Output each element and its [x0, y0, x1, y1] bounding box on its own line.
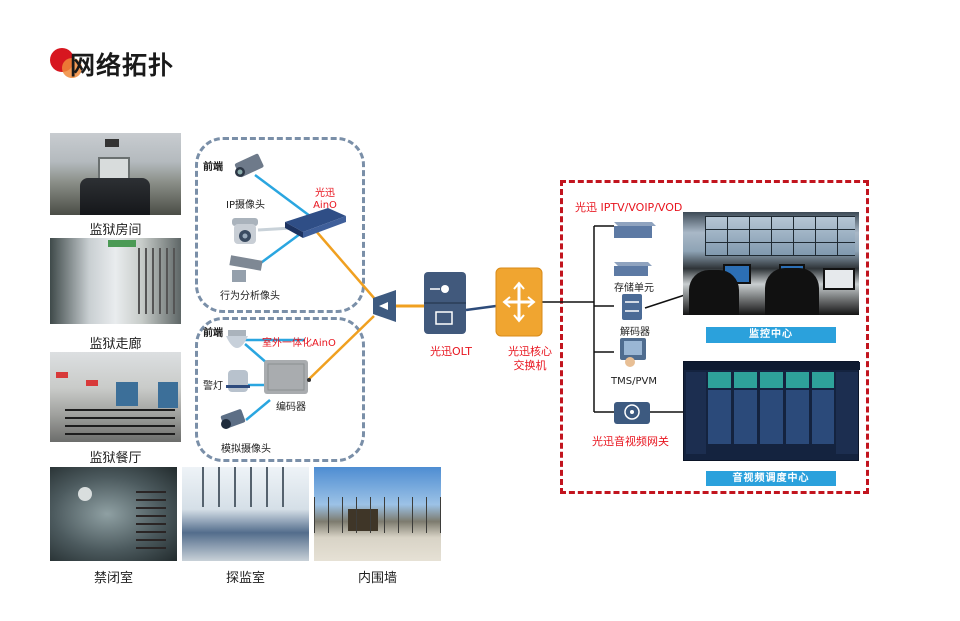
monitoring-center-label: 监控中心 [706, 327, 836, 343]
photo-inner-wall [314, 467, 441, 561]
ip-camera-box-icon [234, 153, 264, 178]
decoder-icon [622, 294, 642, 320]
screen-sidebar [686, 372, 706, 454]
banner-shape [86, 380, 98, 386]
photo-label-wall: 内围墙 [357, 571, 397, 586]
photo-prison-canteen [50, 352, 181, 442]
front-end-group-top [195, 137, 365, 313]
photo-label-cell: 禁闭室 [93, 571, 133, 586]
olt-label: 光迅OLT [430, 345, 472, 358]
photo-label-visit: 探监室 [225, 571, 265, 586]
ip-camera-dome-icon [232, 218, 258, 244]
analog-camera-icon [220, 409, 246, 429]
tables-shape [65, 407, 175, 435]
core-switch-label-line1: 光迅核心 [508, 345, 552, 358]
screen-topbar [684, 362, 860, 370]
photo-prison-room [50, 133, 181, 215]
photo-prison-corridor [50, 238, 181, 324]
core-switch-icon [495, 267, 543, 337]
olt-icon [424, 272, 466, 334]
banner-shape [56, 372, 68, 378]
cell-bars [136, 489, 166, 549]
monitoring-center-photo [683, 212, 859, 315]
iptv-server-icon [614, 222, 656, 238]
storage-unit-label: 存储单元 [614, 283, 654, 294]
photo-label-corridor: 监狱走廊 [89, 337, 142, 352]
ip-camera-label: IP摄像头 [226, 200, 265, 211]
group-label-front-top: 前端 [203, 162, 223, 173]
screen-grid [708, 390, 834, 444]
fixture-shape [78, 487, 92, 501]
operator-monitor [823, 268, 855, 290]
operator-silhouette [689, 270, 739, 315]
window-shape [116, 382, 138, 406]
encoder-icon [264, 360, 311, 394]
photo-label-room: 监狱房间 [89, 223, 142, 238]
title-accent-dot-orange [62, 58, 82, 78]
dispatch-center-label: 音视频调度中心 [706, 471, 836, 486]
link-analytics-aino [257, 232, 301, 267]
window-shape [158, 382, 178, 408]
partition-shape [202, 467, 292, 507]
page-title: 网络拓扑 [70, 51, 175, 80]
photo-label-canteen: 监狱餐厅 [89, 451, 142, 466]
window-bars [138, 248, 176, 314]
link-olt-core [465, 304, 497, 312]
screen-row-active [708, 372, 834, 388]
group-label-front-bottom: 前端 [203, 328, 223, 339]
dispatch-center-screen [683, 361, 860, 461]
service-label: 光迅 IPTV/VOIP/VOD [575, 201, 683, 214]
optical-splitter-icon [373, 290, 396, 322]
link-dome-encoder-2 [244, 343, 269, 365]
av-gateway-icon [614, 402, 650, 424]
encoder-label: 编码器 [276, 402, 306, 413]
inmates-shape [80, 178, 150, 215]
fiber-encoder-splitter [305, 315, 375, 383]
warning-light-label: 警灯 [203, 381, 223, 392]
aino-label-line2: AinO [313, 200, 337, 211]
fence-shape [314, 497, 441, 533]
sign-shape [108, 240, 136, 247]
analog-camera-label: 模拟摄像头 [221, 444, 271, 455]
screen-rightbar [836, 372, 858, 454]
front-end-group-bottom [195, 317, 365, 462]
link-ipcam-box-aino [254, 173, 319, 224]
photo-visiting-room [182, 467, 309, 561]
storage-unit-icon [614, 262, 652, 276]
tms-pvm-icon [620, 338, 646, 367]
decoder-label: 解码器 [620, 327, 650, 338]
behavior-analysis-camera-icon [229, 255, 263, 282]
tv-shape [105, 139, 119, 147]
core-switch-label: 光迅核心 交换机 [506, 345, 554, 373]
tms-pvm-label: TMS/PVM [611, 376, 657, 387]
behavior-camera-label: 行为分析像头 [220, 291, 280, 302]
fiber-aino-splitter [315, 230, 375, 299]
aino-label-line1: 光迅 [315, 188, 335, 199]
outdoor-aino-label: 室外一体化AinO [262, 338, 336, 349]
dome-camera-icon [226, 330, 248, 348]
backend-zone [560, 180, 869, 494]
aino-switch-icon [285, 208, 346, 238]
link-analog-encoder [245, 399, 271, 421]
core-switch-label-line2: 交换机 [513, 359, 547, 372]
operator-silhouette [765, 268, 819, 315]
video-wall [705, 216, 855, 256]
warning-light-icon [226, 370, 250, 392]
photo-confinement-cell [50, 467, 177, 561]
aino-label: 光迅 AinO [305, 188, 345, 212]
av-gateway-label: 光迅音视频网关 [592, 435, 669, 448]
